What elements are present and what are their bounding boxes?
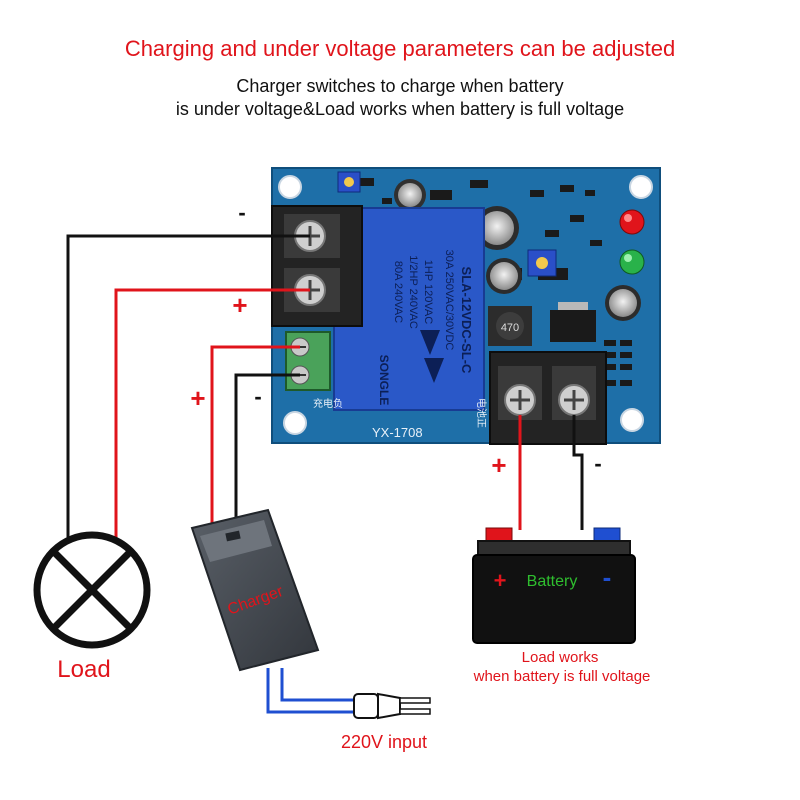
wires [66,234,584,714]
charger-positive-wire [210,345,300,530]
load-minus-sign: - [238,200,245,225]
battery-minus-sign: - [594,451,601,476]
capacitor [394,179,426,211]
charger-minus-sign: - [254,384,261,409]
mounting-hole [629,175,653,199]
charger-plus-sign: + [190,383,205,413]
relay-rating-half-hp: 1/2HP 240VAC [407,255,419,329]
battery-plus-sign: + [491,450,506,480]
songle-logo-icon [420,330,444,383]
load-lamp-icon [33,531,151,649]
smd-components [360,178,632,386]
battery-plus-symbol: + [494,568,507,593]
potentiometer-knob-icon [344,177,354,187]
battery-minus-symbol: - [603,562,612,592]
battery-note-line-2: when battery is full voltage [473,668,651,685]
charge-negative-label: 充电负 [313,397,343,410]
power-plug-icon [353,692,431,720]
battery-note-line-1: Load works [522,649,599,666]
inductor-label: 470 [501,322,519,334]
capacitor [605,285,641,321]
mounting-hole [278,175,302,199]
mounting-hole [620,408,644,432]
load-negative-wire [66,234,310,545]
red-led-icon [619,209,645,235]
load-terminal-block [271,205,363,327]
voltage-regulator [550,310,596,342]
charger-icon [190,508,320,672]
load-label: Load [57,656,110,683]
battery-terminal-block [489,351,607,445]
load-plus-sign: + [232,290,247,320]
green-led-icon [619,249,645,275]
subtitle-line-2: is under voltage&Load works when battery… [175,99,625,119]
plug-label: 220V input [341,732,427,752]
capacitor [486,258,522,294]
mains-cable [266,668,354,714]
battery-icon [472,527,636,644]
relay-brand: SONGLE [377,355,391,406]
potentiometer-knob-icon [536,257,548,269]
led-highlight [624,254,632,262]
relay-rating-80a: 80A 240VAC [392,261,404,323]
mains-cable [280,668,354,702]
led-highlight [624,214,632,222]
relay-rating-1hp: 1HP 120VAC [422,260,434,324]
load-positive-wire [114,288,310,545]
charger-terminal-block [285,331,331,391]
pcb-board: 470 80A 240VAC 1/2HP 240VAC 1HP 120VAC 3… [271,167,661,445]
battery-label: Battery [527,573,578,590]
capacitor [475,206,519,250]
charger-negative-wire [234,373,300,525]
battery-positive-label: 电池正 [475,398,488,428]
mounting-hole [283,411,307,435]
relay-rating-30a: 30A 250VAC/30VDC [443,250,455,351]
relay-model: SLA-12VDC-SL-C [459,267,474,375]
battery-negative-wire [572,415,584,530]
subtitle-line-1: Charger switches to charge when battery [236,76,564,96]
board-model: YX-1708 [372,425,423,440]
diagram-title: Charging and under voltage parameters ca… [124,36,676,61]
